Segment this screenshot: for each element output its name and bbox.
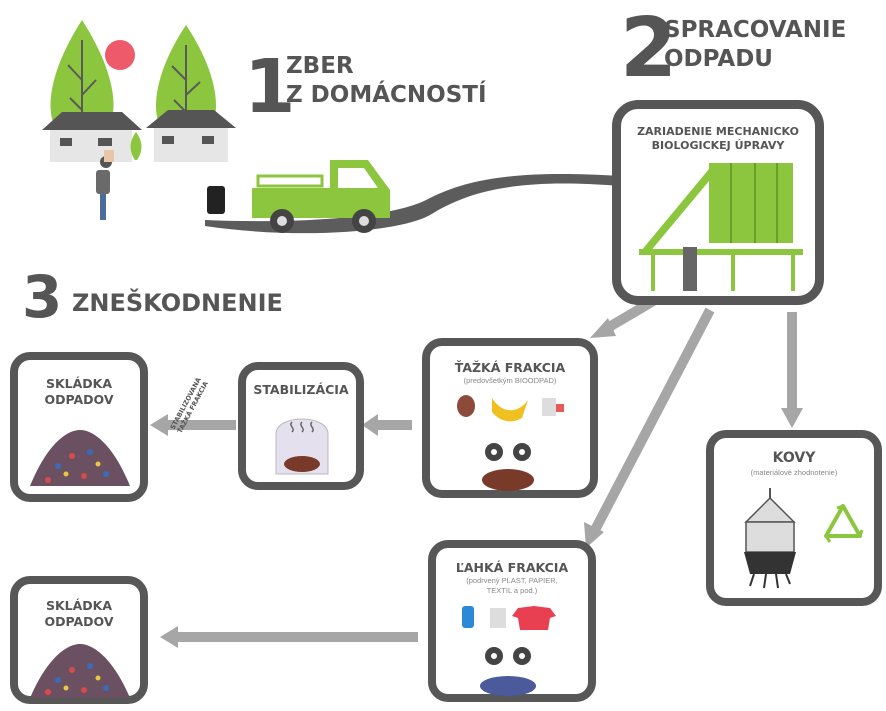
landfill-bottom-line2: ODPADOV [44,613,114,629]
step1-number: 1 [244,44,296,130]
treatment-plant-icon [639,163,803,291]
arrow-plant-to-heavy [601,295,658,335]
house-left [42,112,142,162]
heavy-subtitle: (predovšetkým BIOODPAD) [463,376,557,385]
flow-arrows [150,295,803,648]
light-subtitle-line1: (podrvený PLAST, PAPIER, [466,576,558,585]
person [96,150,114,220]
garbage-truck [252,160,390,233]
landfill-bottom-title: SKLÁDKA ODPADOV [18,598,140,629]
step2-title-line1: SPRACOVANIE [664,17,847,43]
step1-title-line1: ZBER [286,53,354,79]
landfill-box-bottom: SKLÁDKA ODPADOV [10,576,148,704]
metals-title: KOVY [772,450,816,466]
waste-pile-icon-bottom [30,644,130,698]
small-bush [130,132,142,160]
stabilization-icon [275,418,329,475]
landfill-top-line2: ODPADOV [44,391,114,407]
stabilization-title: STABILIZÁCIA [253,382,349,397]
light-title: ĽAHKÁ FRAKCIA [455,560,569,575]
light-fraction-box: ĽAHKÁ FRAKCIA (podrvený PLAST, PAPIER, T… [428,540,596,702]
step3-title: ZNEŠKODNENIE [72,289,283,317]
light-subtitle: (podrvený PLAST, PAPIER, TEXTIL a pod.) [436,576,588,596]
heavy-fraction-box: ŤAŽKÁ FRAKCIA (predovšetkým BIOODPAD) [422,338,598,498]
light-fraction-icons [462,606,556,696]
heavy-title: ŤAŽKÁ FRAKCIA [454,360,566,375]
step1-title-line2: Z DOMÁCNOSTÍ [286,81,487,108]
trash-bag [207,186,225,214]
landfill-top-title: SKLÁDKA ODPADOV [18,376,140,407]
plant-box: ZARIADENIE MECHANICKO BIOLOGICKEJ ÚPRAVY [612,100,824,305]
landfill-bottom-line1: SKLÁDKA [45,598,113,613]
landfill-box-top: SKLÁDKA ODPADOV [10,352,148,502]
step3-number: 3 [22,263,63,331]
step1-title: ZBER Z DOMÁCNOSTÍ [286,52,487,110]
plant-title-line2: BIOLOGICKEJ ÚPRAVY [651,138,785,152]
metals-box: KOVY (materiálové zhodnotenie) [706,430,882,606]
sun [105,40,135,70]
step2-title: SPRACOVANIE ODPADU [664,16,846,74]
arrow-plant-to-light [590,307,715,533]
plant-title: ZARIADENIE MECHANICKO BIOLOGICKEJ ÚPRAVY [621,125,815,153]
recycle-icon [824,504,864,543]
plant-title-line1: ZARIADENIE MECHANICKO [637,125,799,138]
metals-subtitle: (materiálové zhodnotenie) [750,468,838,477]
house-right [146,110,236,162]
magnet-icon [744,488,796,589]
stabilization-box: STABILIZÁCIA [238,362,364,490]
step2-number: 2 [620,1,678,96]
road [205,174,620,234]
waste-pile-icon-top [30,430,130,486]
light-subtitle-line2: TEXTIL a pod.) [486,586,538,596]
heavy-fraction-icons [457,395,564,491]
step2-title-line2: ODPADU [664,45,773,72]
landfill-top-line1: SKLÁDKA [45,376,113,391]
